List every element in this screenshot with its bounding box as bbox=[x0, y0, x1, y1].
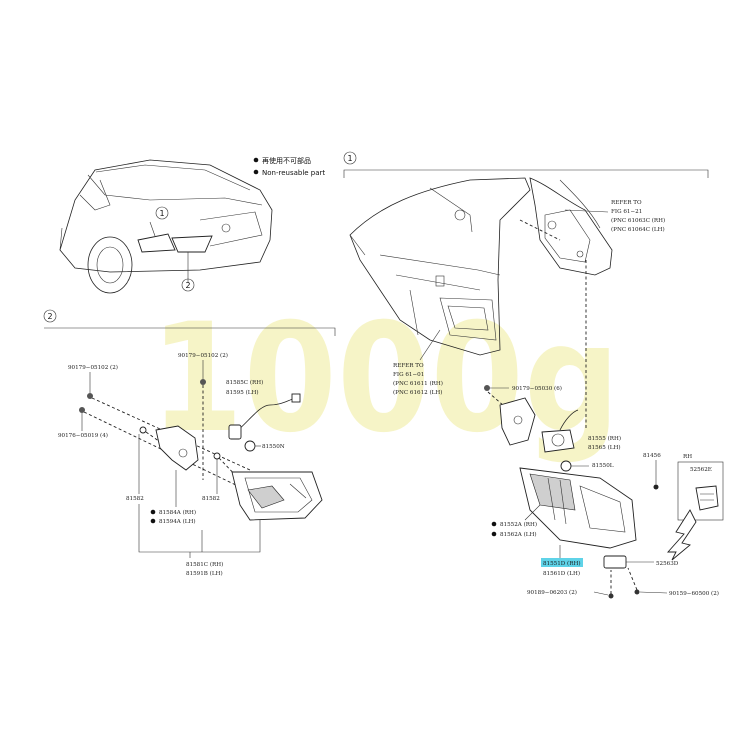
watermark: 1000g bbox=[150, 292, 620, 466]
label-81595: 81595 (LH) bbox=[226, 389, 259, 396]
label-81555: 81555 (RH) bbox=[588, 435, 621, 442]
label-refer2-a: REFER TO bbox=[393, 363, 424, 369]
label-90179-05102-left: 90179−05102 (2) bbox=[68, 364, 118, 371]
label-refer1-a: REFER TO bbox=[611, 200, 642, 206]
washer-81582-a bbox=[139, 426, 147, 434]
callout-1-overview: 1 bbox=[155, 206, 169, 220]
car-overview bbox=[59, 159, 273, 294]
label-81551d: 81551D (RH) bbox=[543, 560, 581, 567]
label-90176-05019: 90176−05019 (4) bbox=[58, 432, 108, 439]
section-1-header: 1 bbox=[343, 151, 709, 178]
direction-arrow bbox=[666, 509, 697, 561]
label-81565: 81565 (LH) bbox=[588, 444, 621, 451]
label-81594a: 81594A (LH) bbox=[159, 518, 196, 525]
legend-non-reusable-en: Non-reusable part bbox=[262, 169, 325, 177]
label-90179-05102-top: 90179−05102 (2) bbox=[178, 352, 228, 359]
label-81584a: 81584A (RH) bbox=[159, 509, 196, 516]
label-90179-05030: 90179−05030 (6) bbox=[512, 385, 562, 392]
legend: 再使用不可部品 Non-reusable part bbox=[253, 156, 325, 177]
label-refer1-d: (PNC 61064C (LH) bbox=[611, 226, 665, 233]
body-panel bbox=[349, 177, 531, 356]
lamp-81551d bbox=[519, 467, 637, 549]
label-81561d: 81561D (LH) bbox=[543, 570, 580, 577]
legend-non-reusable-cn: 再使用不可部品 bbox=[262, 156, 311, 165]
label-refer1-b: FIG 61−21 bbox=[611, 209, 642, 215]
connector-81585c bbox=[291, 393, 301, 403]
clip-52562e bbox=[695, 485, 719, 511]
label-refer2-b: FIG 61−01 bbox=[393, 372, 424, 378]
washer-81582-b bbox=[213, 452, 221, 460]
label-81550l: 81550L bbox=[592, 463, 614, 469]
highlight-81551d bbox=[541, 558, 583, 567]
socket-81585c bbox=[228, 424, 242, 440]
section-2-header: 2 bbox=[43, 309, 336, 336]
bulb-81550l bbox=[560, 460, 572, 472]
label-81591b: 81591B (LH) bbox=[186, 570, 223, 577]
socket-81555 bbox=[541, 409, 579, 453]
label-refer1-c: (PNC 61063C (RH) bbox=[611, 217, 665, 224]
rh-detail-box: RH 52562E bbox=[677, 454, 724, 521]
label-81582-b: 81582 bbox=[202, 496, 220, 502]
label-52562e: 52562E bbox=[690, 467, 712, 473]
label-90189-06203: 90189−06203 (2) bbox=[527, 589, 577, 596]
bolt-90179-05102-left bbox=[87, 393, 93, 399]
bracket-81584a bbox=[155, 425, 199, 471]
label-rh: RH bbox=[683, 454, 692, 460]
label-81585c: 81585C (RH) bbox=[226, 379, 263, 386]
lamp-housing-81581c bbox=[231, 471, 323, 521]
bolt-90179-05102-top bbox=[200, 379, 206, 385]
rear-lamp-outer-lh bbox=[137, 233, 176, 253]
label-81562a: 81562A (LH) bbox=[500, 531, 537, 538]
bracket-right bbox=[499, 397, 536, 446]
screw-90159-60500 bbox=[634, 589, 640, 595]
label-52563d: 52563D bbox=[656, 561, 679, 567]
label-81582-a: 81582 bbox=[126, 496, 144, 502]
label-81552a: 81552A (RH) bbox=[500, 521, 537, 528]
bulb-81550n bbox=[244, 440, 256, 452]
svg-text:2: 2 bbox=[47, 312, 52, 321]
bolt-90179-05030 bbox=[484, 385, 490, 391]
callout-2-overview: 2 bbox=[181, 278, 195, 292]
nut-81456 bbox=[653, 484, 659, 490]
svg-text:1: 1 bbox=[159, 209, 164, 218]
svg-text:1: 1 bbox=[347, 154, 352, 163]
svg-text:2: 2 bbox=[185, 281, 190, 290]
label-90159-60500: 90159−60500 (2) bbox=[669, 590, 719, 597]
bolt-90176-05019 bbox=[79, 407, 85, 413]
label-refer2-d: (PNC 61612 (LH) bbox=[393, 389, 442, 396]
label-refer2-c: (PNC 61611 (RH) bbox=[393, 380, 443, 387]
quarter-panel bbox=[529, 177, 613, 276]
label-81550n: 81550N bbox=[262, 444, 285, 450]
label-81456: 81456 bbox=[643, 453, 661, 459]
label-81581c: 81581C (RH) bbox=[186, 561, 223, 568]
screw-90189-06203 bbox=[608, 593, 614, 599]
clip-52563d bbox=[603, 555, 627, 569]
rear-lamp-inner-lh bbox=[171, 235, 213, 253]
